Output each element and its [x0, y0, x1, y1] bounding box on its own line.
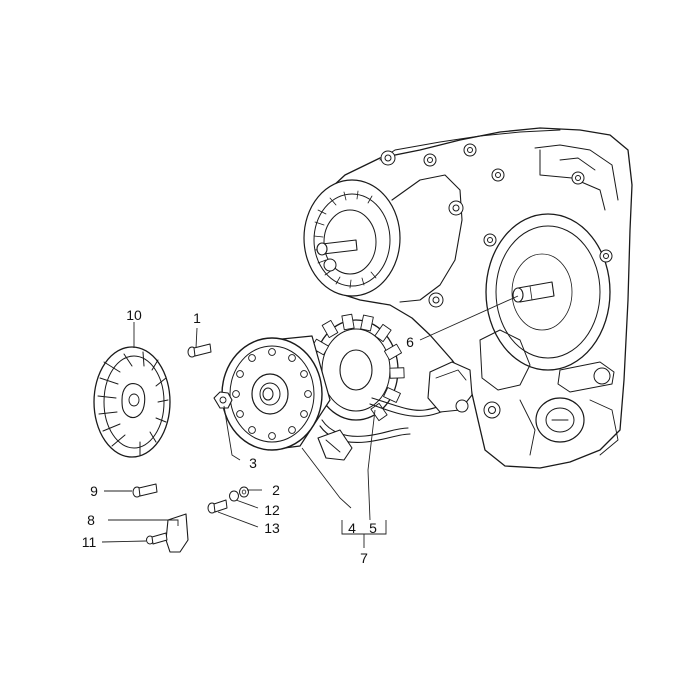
callout-11: 11: [82, 534, 97, 550]
flywheel-rotor: [213, 335, 331, 451]
callout-5: 5: [369, 520, 377, 536]
callout-labels: 1 2 3 4 5 6 7 8 9 10 11 12 13: [82, 307, 414, 566]
cooling-fan: [93, 346, 171, 458]
leader-lines: [101, 295, 519, 548]
callout-4: 4: [348, 520, 356, 536]
cable-bracket: [317, 429, 353, 461]
callout-1: 1: [193, 310, 201, 326]
callout-6: 6: [406, 334, 414, 350]
engine-crankcase: [303, 127, 633, 469]
callout-9: 9: [90, 483, 98, 499]
callout-13: 13: [264, 520, 280, 536]
bolt-part-13: [207, 499, 228, 514]
callout-8: 8: [87, 512, 95, 528]
callout-7: 7: [360, 550, 368, 566]
callout-3: 3: [249, 455, 257, 471]
callout-12: 12: [264, 502, 280, 518]
stator-coil: [310, 313, 467, 444]
bolt-part-9: [132, 483, 158, 498]
washers-part-12-2: [229, 486, 249, 502]
pickup-sensor: [427, 361, 473, 413]
screw-part-11: [146, 532, 168, 545]
bolt-part-1: [187, 343, 212, 358]
callout-10: 10: [126, 307, 142, 323]
callout-2: 2: [272, 482, 280, 498]
